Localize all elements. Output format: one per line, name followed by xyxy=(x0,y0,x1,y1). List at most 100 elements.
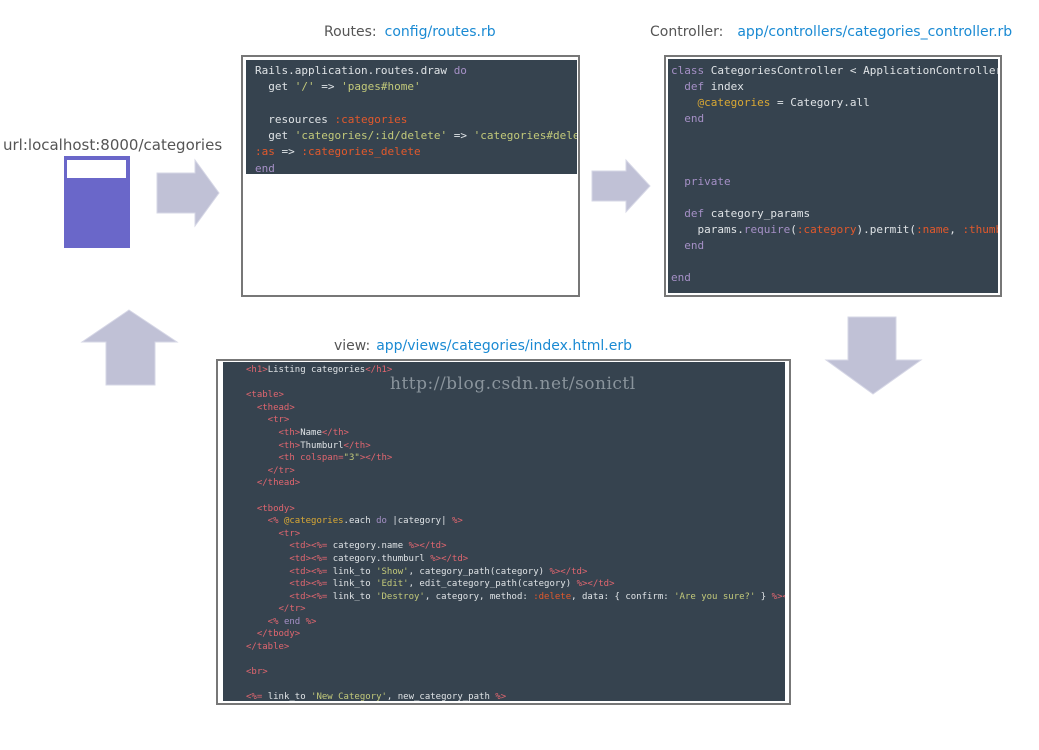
code-token: <thead> xyxy=(246,402,295,413)
code-token: <%= xyxy=(246,692,268,701)
code-token: <tr> xyxy=(246,415,290,426)
code-token: 'Destroy' xyxy=(376,591,425,602)
controller-label: Controller:app/controllers/categories_co… xyxy=(650,24,1012,40)
routes-prefix: Routes: xyxy=(324,24,377,40)
code-token: 'Edit' xyxy=(376,579,409,590)
code-token: .each xyxy=(343,516,377,527)
code-token: <tr> xyxy=(246,528,301,539)
code-token: link_to xyxy=(332,591,377,602)
code-line: </tr> xyxy=(246,603,785,616)
view-code: <h1>Listing categories</h1> <table> <the… xyxy=(223,362,785,701)
code-token: <h1> xyxy=(246,365,268,375)
code-token: Name xyxy=(300,427,322,438)
controller-file: app/controllers/categories_controller.rb xyxy=(737,24,1013,40)
code-line: <td><%= link_to 'Destroy', category, met… xyxy=(246,591,785,604)
code-token: :category xyxy=(796,223,857,237)
browser-page-icon xyxy=(64,156,130,248)
code-token: 'categories/:id/delete' xyxy=(294,129,448,143)
code-line: <% @categories.each do |category| %> xyxy=(246,515,785,528)
routes-panel: Rails.application.routes.draw do get '/'… xyxy=(241,55,580,297)
code-line: <%= link_to 'New Category', new_category… xyxy=(246,691,785,701)
routes-label: Routes: config/routes.rb xyxy=(324,24,496,40)
code-token: </table> xyxy=(246,642,290,653)
code-token: %></td> xyxy=(408,541,447,552)
code-token: link_to xyxy=(332,566,377,577)
code-token: <table> xyxy=(246,390,284,401)
code-token: :categories xyxy=(334,112,408,126)
code-token: :as xyxy=(255,145,275,159)
code-token: <td><%= xyxy=(246,566,333,577)
code-line xyxy=(246,654,785,667)
code-line: <table> xyxy=(246,389,785,402)
code-token xyxy=(671,96,698,109)
code-token: CategoriesController < ApplicationContro… xyxy=(710,64,998,77)
code-line: end xyxy=(671,238,998,254)
code-token: </tr> xyxy=(246,604,306,615)
code-token: index xyxy=(710,79,744,93)
code-token: link_to xyxy=(267,692,312,701)
code-line: <tr> xyxy=(246,414,785,427)
controller-panel: class CategoriesController < Application… xyxy=(664,55,1002,297)
code-token: ( xyxy=(790,223,797,237)
code-token: = Category.all xyxy=(770,95,870,109)
code-token: resources xyxy=(255,112,335,126)
code-line: <br> xyxy=(246,666,785,679)
code-token: <th> xyxy=(246,440,301,451)
code-token: <td><%= xyxy=(246,591,333,602)
code-token: 'pages#home' xyxy=(341,80,421,94)
code-token: 'categories#delete' xyxy=(473,129,577,143)
arrow-up-icon xyxy=(80,309,179,386)
code-line xyxy=(671,190,998,206)
code-line: <h1>Listing categories</h1> xyxy=(246,364,785,377)
code-token: <td><%= xyxy=(246,541,333,552)
controller-code: class CategoriesController < Application… xyxy=(668,59,998,293)
code-line: params.require(:category).permit(:name, … xyxy=(671,222,998,238)
view-panel: <h1>Listing categories</h1> <table> <the… xyxy=(216,359,791,705)
code-line: <tr> xyxy=(246,528,785,541)
code-token: <% xyxy=(246,616,284,627)
code-token: get xyxy=(255,80,295,94)
code-line: @categories = Category.all xyxy=(671,95,998,111)
code-token: :name xyxy=(916,223,950,237)
code-token: |category| xyxy=(386,516,452,527)
code-token: def xyxy=(671,79,711,93)
code-token: <td><%= xyxy=(246,579,333,590)
code-line: <th>Thumburl</th> xyxy=(246,440,785,453)
code-token: %> xyxy=(451,516,463,527)
code-line: <th>Name</th> xyxy=(246,427,785,440)
code-line: <td><%= link_to 'Edit', edit_category_pa… xyxy=(246,578,785,591)
code-token: 'New Category' xyxy=(311,692,387,701)
arrow-right-icon xyxy=(156,158,220,228)
code-token: %></td> xyxy=(430,553,469,564)
code-token: , category_path(category) xyxy=(408,566,550,577)
code-token: require xyxy=(743,223,791,237)
code-line xyxy=(671,143,998,159)
code-line: end xyxy=(255,161,577,174)
arrow-right-icon xyxy=(591,158,651,214)
code-token: => xyxy=(274,145,302,159)
code-token: </th> xyxy=(321,427,349,438)
code-line: end xyxy=(671,111,998,127)
code-token: %></td> xyxy=(771,591,785,602)
code-token: Thumburl xyxy=(300,440,344,451)
code-token: </tbody> xyxy=(246,629,301,640)
code-token: , edit_category_path(category) xyxy=(408,579,577,590)
code-line: Rails.application.routes.draw do xyxy=(255,63,577,79)
code-line: </table> xyxy=(246,641,785,654)
routes-file: config/routes.rb xyxy=(384,24,496,40)
code-token: class xyxy=(671,64,711,77)
code-token: <br> xyxy=(246,667,268,678)
code-line xyxy=(671,127,998,143)
code-token: </thead> xyxy=(246,478,301,489)
code-line: def category_params xyxy=(671,206,998,222)
code-token: get xyxy=(255,129,295,143)
code-line: resources :categories xyxy=(255,112,577,128)
code-line: <% end %> xyxy=(246,616,785,629)
code-token: Listing categories xyxy=(267,365,366,375)
code-token: end xyxy=(283,616,301,627)
routes-code: Rails.application.routes.draw do get '/'… xyxy=(246,60,577,174)
arrow-down-icon xyxy=(824,316,923,395)
code-line: </tbody> xyxy=(246,628,785,641)
code-line: <td><%= link_to 'Show', category_path(ca… xyxy=(246,566,785,579)
code-token: private xyxy=(671,175,731,189)
